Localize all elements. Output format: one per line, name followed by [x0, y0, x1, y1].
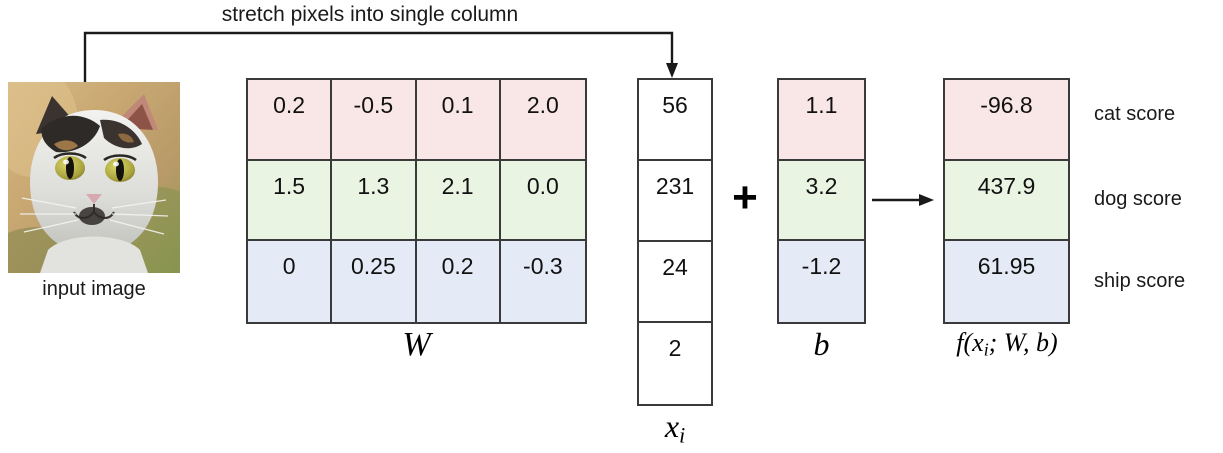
f-cell: 61.95: [945, 241, 1068, 322]
x-label-base: x: [664, 408, 680, 444]
input-image-label: input image: [42, 278, 146, 300]
b-cell: 1.1: [779, 80, 864, 161]
cat-score-label: cat score: [1094, 103, 1176, 125]
w-cell: -0.3: [500, 241, 585, 322]
f-cell: 437.9: [945, 160, 1068, 242]
x-cell: 56: [639, 80, 711, 161]
f-label-subscript: i: [983, 339, 989, 360]
x-cell: 2: [639, 323, 711, 404]
w-cell: 2.0: [500, 80, 585, 161]
ship-score-label: ship score: [1094, 270, 1186, 292]
f-label-x: x: [972, 328, 984, 357]
f-vector: -96.8 437.9 61.95: [943, 78, 1070, 324]
w-cell: 0.25: [332, 241, 417, 322]
b-vector: 1.1 3.2 -1.2: [777, 78, 866, 324]
b-cell: -1.2: [779, 241, 864, 322]
w-cell: -0.5: [332, 80, 417, 161]
w-matrix: 0.2 -0.5 0.1 2.0 1.5 1.3 2.1 0.0 0 0.25 …: [246, 78, 587, 324]
w-matrix-label: W: [402, 326, 431, 363]
w-cell: 2.1: [416, 160, 501, 242]
plus-operator: +: [732, 173, 758, 222]
b-cell: 3.2: [779, 160, 864, 242]
x-cell: 231: [639, 161, 711, 242]
w-cell: 0.0: [500, 160, 585, 242]
x-vector: 56 231 24 2: [637, 78, 713, 406]
f-label-rest: ; W, b): [988, 328, 1058, 357]
stretch-caption: stretch pixels into single column: [221, 3, 519, 26]
x-vector-label: xi: [620, 408, 730, 448]
w-cell: 1.3: [332, 160, 417, 242]
f-label-f: f(: [956, 328, 973, 357]
dog-score-label: dog score: [1094, 188, 1182, 210]
w-cell: 0.2: [416, 241, 501, 322]
x-cell: 24: [639, 242, 711, 323]
x-label-subscript: i: [679, 423, 686, 448]
f-vector-label: f(xi; W, b): [928, 328, 1086, 360]
w-cell: 0.2: [248, 80, 333, 161]
input-image: [8, 82, 180, 273]
b-vector-label: b: [813, 326, 830, 362]
arrow-right-icon: [872, 194, 934, 206]
f-cell: -96.8: [945, 80, 1068, 161]
w-cell: 0.1: [416, 80, 501, 161]
w-cell: 1.5: [248, 160, 333, 242]
w-cell: 0: [248, 241, 333, 322]
